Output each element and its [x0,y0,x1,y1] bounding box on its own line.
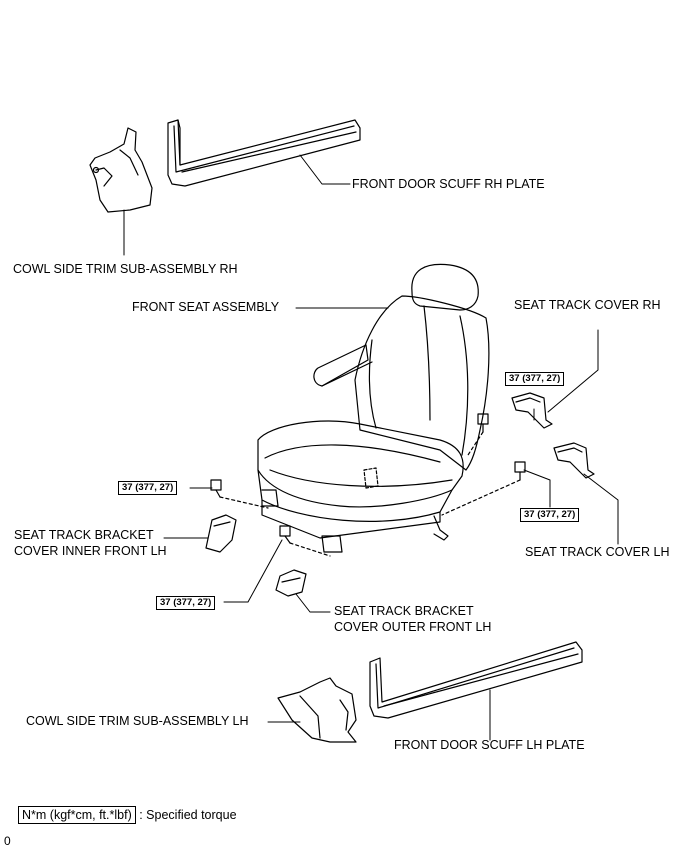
torque-bolt-inner-front: 37 (377, 27) [118,481,178,495]
bolt-outer-front [279,525,331,557]
torque-bolt-rear-rh: 37 (377, 27) [505,372,565,386]
cowl-side-trim-lh-part [277,677,357,743]
seat-track-cover-rh-part [511,392,553,429]
bolt-rear-rh [467,413,489,456]
label-seat-track-cover-lh: SEAT TRACK COVER LH [525,545,670,559]
seat-track-bracket-cover-outer-part [275,569,307,597]
label-front-seat-assembly: FRONT SEAT ASSEMBLY [132,300,280,314]
label-cowl-side-trim-rh: COWL SIDE TRIM SUB-ASSEMBLY RH [13,262,238,276]
footer-mark: 0 [4,834,11,848]
leader-lines [123,154,619,741]
torque-bolt-rear-lh: 37 (377, 27) [520,508,580,522]
front-door-scuff-lh-plate-part [369,641,583,719]
seat-track-cover-lh-part [553,442,595,479]
label-seat-track-bracket-cover-inner-1: SEAT TRACK BRACKET [14,528,154,542]
seat-track-bracket-cover-inner-part [205,514,237,553]
label-seat-track-bracket-cover-outer-2: COVER OUTER FRONT LH [334,620,492,634]
label-front-door-scuff-rh-plate: FRONT DOOR SCUFF RH PLATE [352,177,545,191]
cowl-side-trim-rh-part [89,127,153,213]
torque-legend: N*m (kgf*cm, ft.*lbf) : Specified torque [18,806,237,824]
label-seat-track-bracket-cover-outer-1: SEAT TRACK BRACKET [334,604,474,618]
label-cowl-side-trim-lh: COWL SIDE TRIM SUB-ASSEMBLY LH [26,714,249,728]
legend-unit-box: N*m (kgf*cm, ft.*lbf) [18,806,136,824]
bolt-rear-lh [441,461,526,516]
torque-bolt-outer-front: 37 (377, 27) [156,596,216,610]
legend-description: : Specified torque [139,808,237,822]
bolt-inner-front [210,479,269,509]
label-seat-track-cover-rh: SEAT TRACK COVER RH [514,298,661,312]
label-front-door-scuff-lh-plate: FRONT DOOR SCUFF LH PLATE [394,738,585,752]
front-door-scuff-rh-plate-part [167,119,361,187]
label-seat-track-bracket-cover-inner-2: COVER INNER FRONT LH [14,544,167,558]
front-seat-assembly-part [257,263,490,553]
